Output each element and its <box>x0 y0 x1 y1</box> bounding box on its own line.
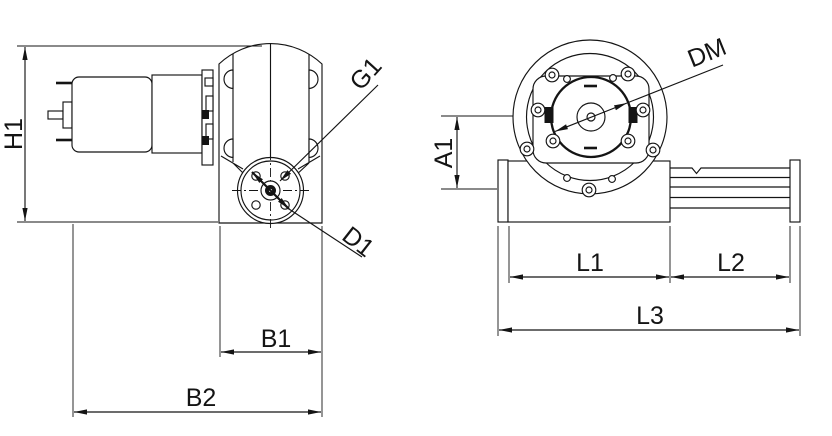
g1-leader <box>279 84 379 182</box>
dim-h1: H1 <box>0 45 262 223</box>
motor-rear-shaft <box>47 110 64 120</box>
dim-b1: B1 <box>219 226 323 417</box>
flange-bolts <box>519 66 661 198</box>
dim-l3: L3 <box>497 226 801 336</box>
flange-circle <box>525 52 655 182</box>
motor-end-cap <box>789 159 801 223</box>
dim-label-d1: D1 <box>337 221 379 263</box>
plate-tab-top <box>205 95 214 112</box>
dm-leader <box>626 64 724 104</box>
clip-bottom <box>202 136 209 145</box>
plate-tab-bottom <box>205 123 214 140</box>
lug-bottom-left <box>223 138 234 158</box>
dim-a1: A1 <box>430 115 513 190</box>
dim-label-l3: L3 <box>636 302 664 330</box>
dim-l2: L2 <box>671 226 791 283</box>
motor-body <box>71 76 153 153</box>
front-view: DM A1 L1 L2 L3 <box>430 33 801 336</box>
lug-top-right <box>308 69 319 89</box>
motor-body-lines <box>670 176 790 209</box>
motor-rear-boss <box>62 101 73 129</box>
dim-label-h1: H1 <box>0 118 28 150</box>
connector-detail <box>204 77 214 87</box>
motor-side <box>47 69 214 166</box>
d1-leader <box>288 208 363 258</box>
side-view: G1 D1 H1 B1 B2 <box>0 42 388 417</box>
clamp-left <box>544 107 554 123</box>
d1-diameter-arrows <box>251 171 290 210</box>
mount-flange-plate <box>497 159 509 223</box>
dim-label-b1: B1 <box>261 325 292 353</box>
dim-label-b2: B2 <box>186 384 217 412</box>
lug-top-left <box>223 69 234 89</box>
dim-l1: L1 <box>508 226 671 283</box>
housing-chamfers <box>220 155 321 177</box>
dim-b2: B2 <box>72 224 321 417</box>
dm-diameter-arrows <box>554 102 628 133</box>
dim-label-l2: L2 <box>717 249 745 277</box>
gearbox-body <box>151 74 203 154</box>
bolt-hole <box>251 200 261 210</box>
clamp-right <box>628 107 638 123</box>
dim-label-g1: G1 <box>344 52 387 96</box>
dim-label-l1: L1 <box>576 249 604 277</box>
clip-top <box>202 110 209 119</box>
dim-label-a1: A1 <box>430 138 458 169</box>
dim-label-dm: DM <box>684 33 731 74</box>
motor-top-edge <box>670 167 790 175</box>
